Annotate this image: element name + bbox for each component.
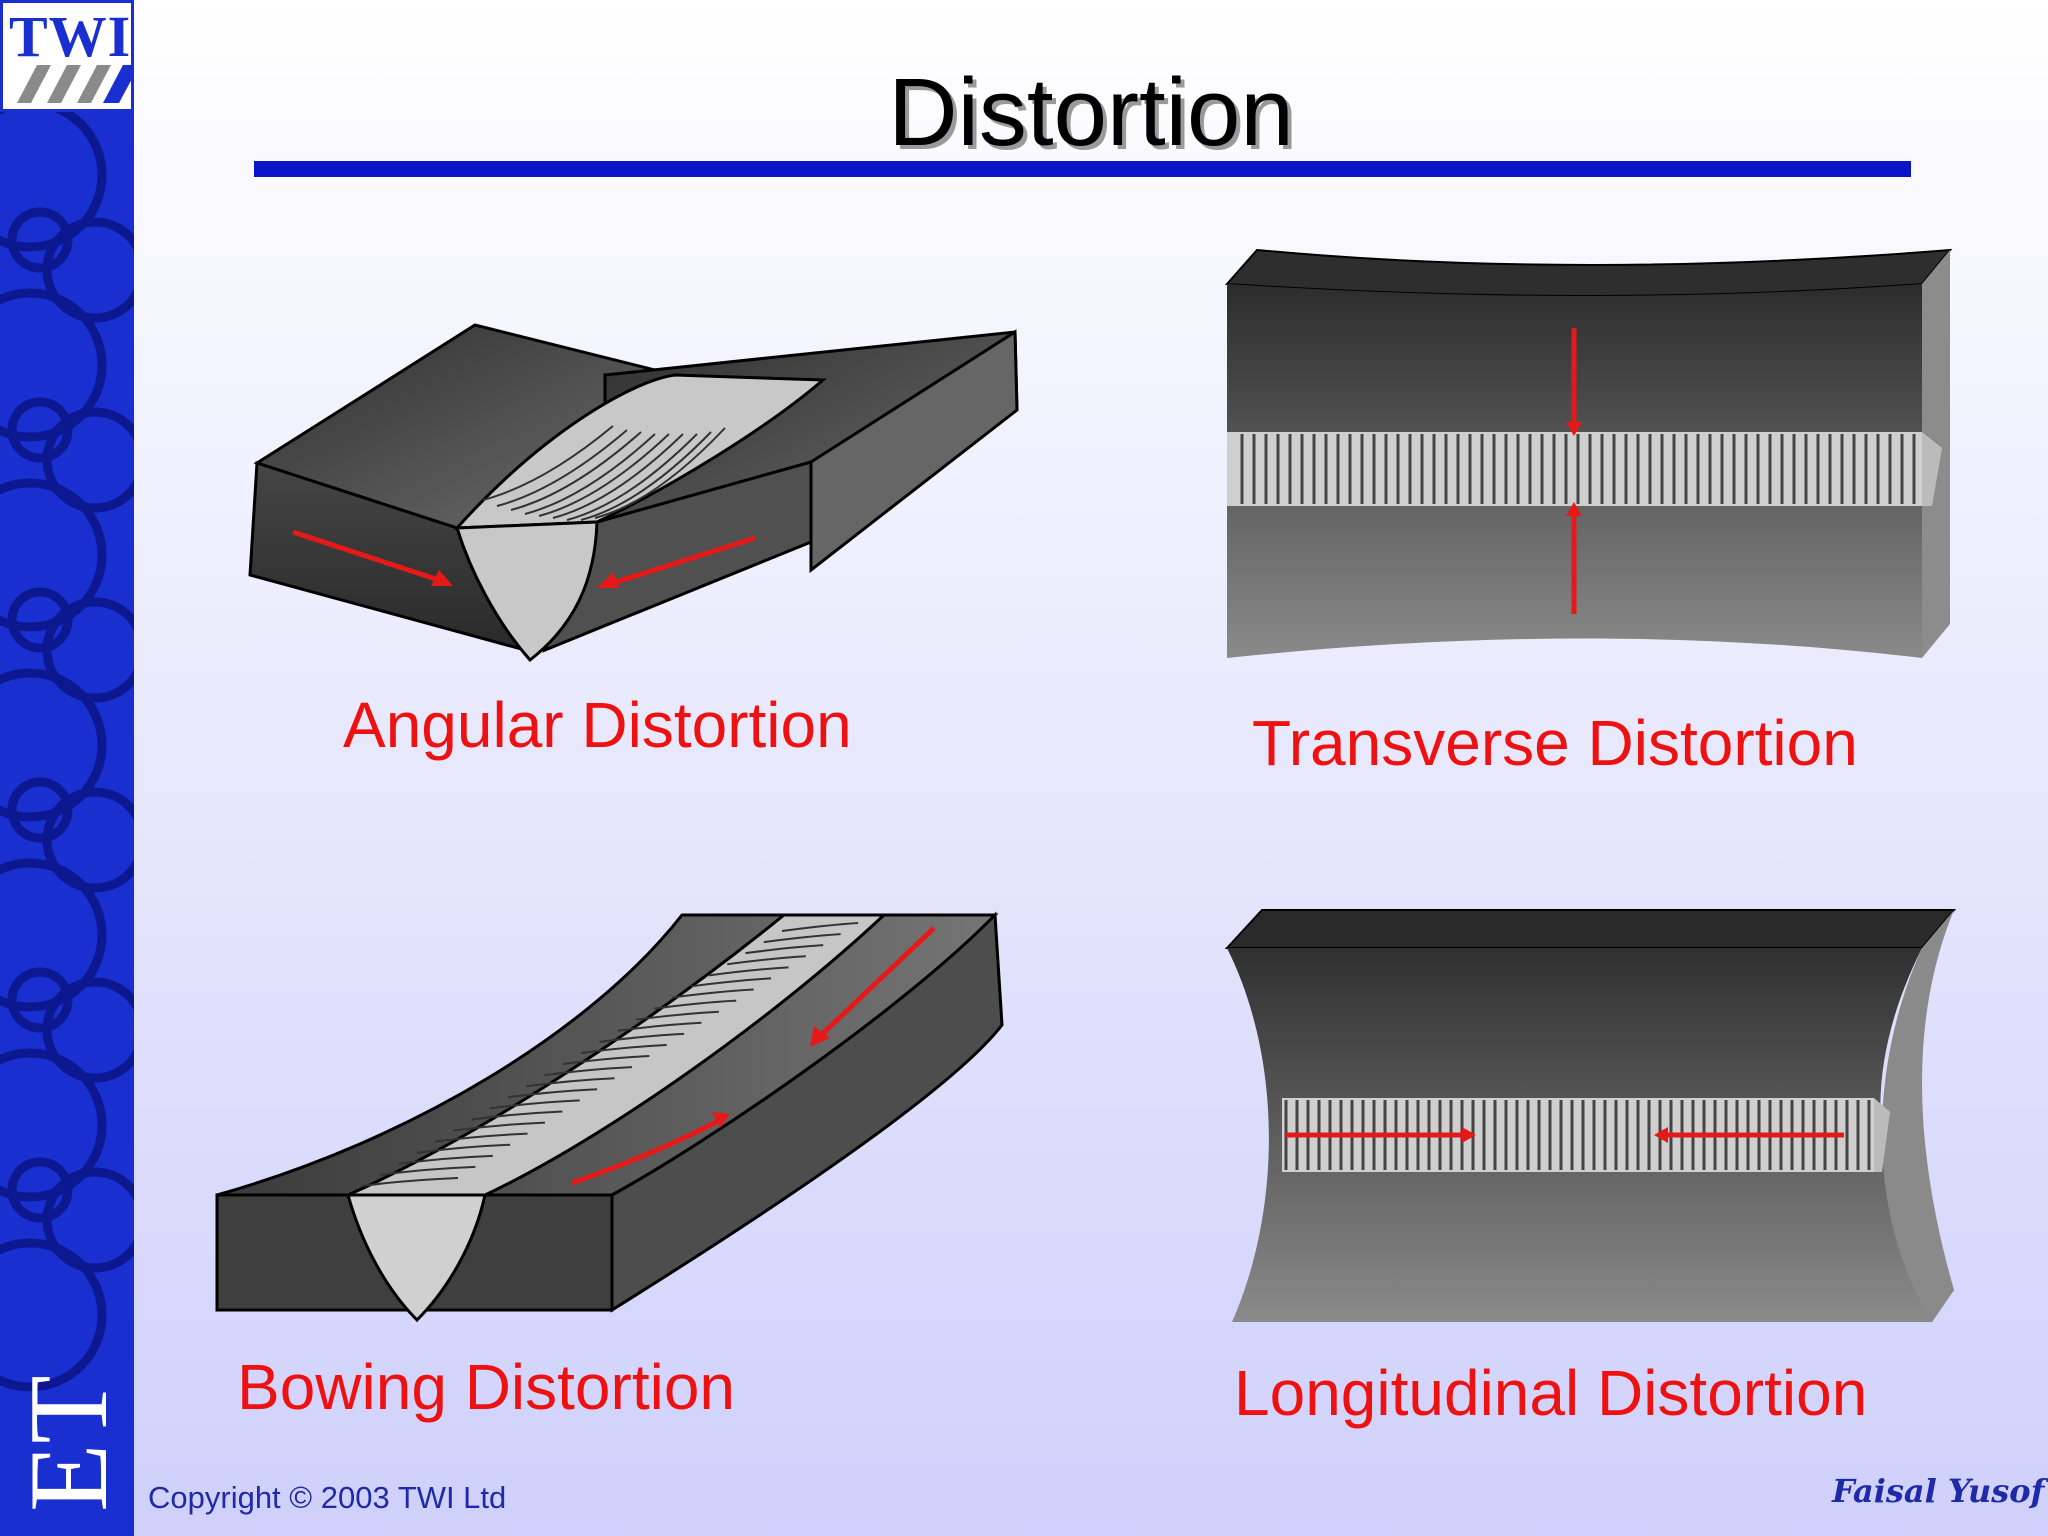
caption-transverse: Transverse Distortion bbox=[1252, 707, 1858, 779]
caption-bowing: Bowing Distortion bbox=[237, 1351, 735, 1423]
sidebar-et-text: ET bbox=[14, 1375, 124, 1512]
longitudinal-distortion-figure bbox=[1224, 909, 1957, 1322]
angular-distortion-figure bbox=[248, 323, 1019, 663]
twi-logo: TWI bbox=[0, 0, 134, 112]
bowing-distortion-figure bbox=[215, 911, 1004, 1323]
slide-title: Distortion bbox=[888, 59, 1294, 166]
caption-angular: Angular Distortion bbox=[343, 689, 852, 761]
author-signature: Faisal Yusof bbox=[1832, 1472, 2045, 1510]
sidebar-pattern bbox=[0, 98, 134, 1392]
caption-longitudinal: Longitudinal Distortion bbox=[1234, 1357, 1868, 1429]
title-rule bbox=[254, 161, 1911, 177]
sidebar: TWI ET bbox=[0, 0, 134, 1536]
logo-stripes bbox=[17, 65, 133, 103]
svg-text:ET: ET bbox=[14, 1375, 124, 1512]
logo-text: TWI bbox=[9, 4, 132, 69]
copyright-notice: Copyright © 2003 TWI Ltd bbox=[148, 1480, 507, 1515]
transverse-distortion-figure bbox=[1224, 248, 1953, 658]
